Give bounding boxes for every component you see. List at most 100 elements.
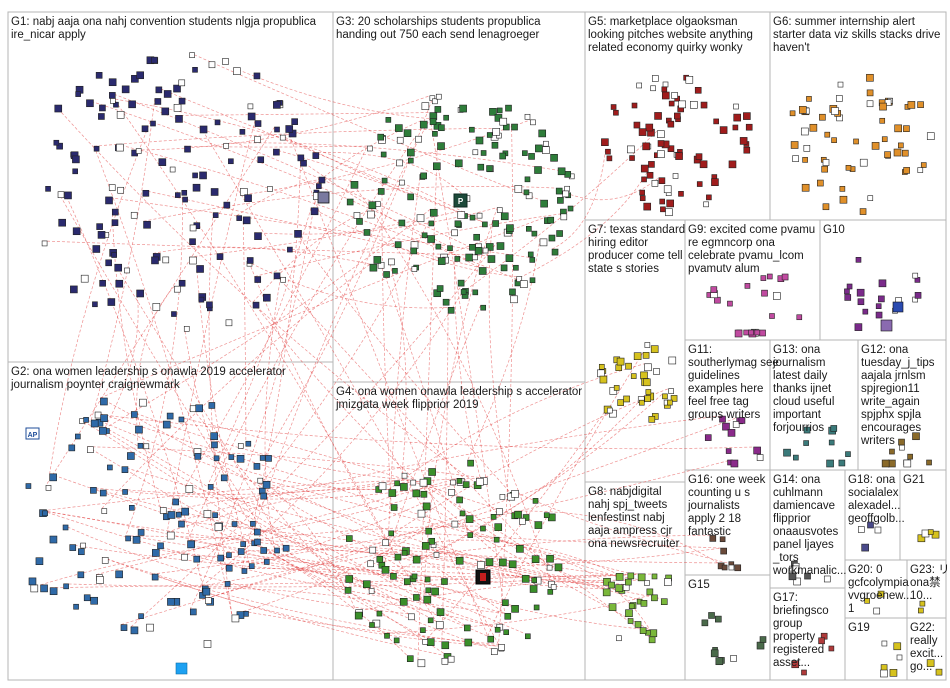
vertex-g1 (280, 276, 286, 283)
group-box-g17 (769, 587, 846, 681)
vertex-g2 (100, 414, 108, 422)
vertex-g4 (410, 479, 417, 486)
vertex-g3 (437, 142, 445, 150)
bridge-edge (121, 466, 662, 600)
bridge-edge (310, 207, 517, 277)
vertex-g4 (381, 566, 390, 574)
vertex-g2 (224, 581, 231, 587)
vertex-g18 (861, 543, 869, 552)
vertex-g2 (181, 553, 188, 561)
bridge-edge (498, 124, 514, 645)
vertex-g7 (650, 345, 659, 353)
vertex-g2 (132, 536, 141, 544)
vertex-g15 (708, 612, 715, 619)
vertex-g7 (668, 388, 674, 394)
bridge-edge (273, 272, 548, 566)
bridge-edge (236, 178, 352, 216)
vertex-g18 (857, 526, 865, 533)
vertex-g1 (273, 101, 281, 109)
vertex-g7 (653, 368, 660, 375)
vertex-g13 (793, 454, 799, 461)
bridge-edge (390, 392, 647, 574)
vertex-g15 (756, 641, 765, 650)
vertex-g9 (773, 292, 781, 300)
vertex-g4 (428, 537, 436, 545)
vertex-g1 (189, 52, 195, 58)
vertex-g3 (527, 251, 534, 258)
vertex-g18 (867, 521, 874, 529)
vertex-g6 (866, 73, 874, 82)
vertex-g4 (427, 617, 434, 624)
bridge-edge (243, 610, 499, 645)
vertex-g5 (667, 120, 675, 128)
vertex-g6 (790, 141, 799, 149)
group-label-line: 1 (848, 603, 854, 615)
vertex-g3 (476, 212, 483, 219)
vertex-g1 (158, 158, 167, 166)
group-label-line: ire_nicar apply (11, 29, 86, 41)
bridge-edge (382, 388, 669, 541)
group-label-line: G11: (688, 344, 712, 356)
group-label-line: re egmncorp ona (688, 237, 776, 249)
vertex-g1 (116, 143, 124, 152)
bridge-edge (381, 178, 392, 505)
vertex-g1 (233, 67, 241, 75)
vertex-g4 (550, 584, 557, 590)
group-label-line: G14: ona (773, 474, 821, 486)
bridge-edge (300, 159, 480, 268)
group-box-g18 (844, 469, 901, 561)
vertex-g15 (759, 636, 767, 643)
group-label-line: spjregion11 (861, 383, 920, 395)
vertex-g9 (727, 300, 733, 307)
vertex-g13 (838, 459, 846, 467)
vertex-g7 (615, 364, 623, 371)
vertex-g5 (605, 148, 611, 155)
vertex-g2 (189, 405, 197, 413)
vertex-g2 (181, 507, 189, 516)
bridge-edge (422, 542, 609, 583)
vertex-g15 (730, 655, 737, 662)
vertex-g2 (99, 489, 107, 497)
bridge-edge (109, 92, 396, 555)
vertex-g8 (637, 573, 646, 582)
vertex-g1 (263, 293, 271, 302)
bridge-edge (42, 510, 505, 614)
vertex-g2 (35, 557, 44, 566)
group-box-g1 (7, 11, 334, 363)
vertex-g3 (528, 153, 535, 160)
vertex-g3 (447, 245, 453, 251)
vertex-g4 (367, 560, 375, 568)
vertex-g7 (599, 375, 608, 384)
bridge-edge (260, 547, 492, 650)
vertex-g3 (492, 128, 501, 136)
vertex-g2 (220, 474, 228, 482)
vertex-g8 (644, 580, 650, 586)
vertex-g3 (486, 132, 493, 138)
group-label-line: G22: (910, 622, 935, 634)
group-label-line: G2: ona women leadership s onawla 2019 a… (11, 366, 286, 378)
vertex-g6 (879, 117, 886, 124)
vertex-g2 (187, 540, 195, 549)
vertex-g3 (550, 153, 558, 162)
vertex-g4 (424, 576, 431, 583)
vertex-g2 (248, 563, 255, 569)
vertex-g3 (486, 165, 493, 172)
group-label-line: starter data viz skills stacks drive (773, 29, 940, 41)
bridge-edge (131, 411, 411, 481)
vertex-g6 (824, 131, 831, 138)
vertex-g1 (136, 289, 144, 298)
vertex-g6 (879, 102, 887, 111)
vertex-g4 (399, 598, 408, 606)
vertex-g1 (54, 104, 63, 113)
vertex-g5 (696, 181, 703, 187)
vertex-g6 (853, 138, 859, 145)
group-label-line: state s stories (588, 263, 659, 275)
vertex-g6 (817, 179, 824, 187)
vertex-g20 (877, 590, 885, 598)
vertex-g9 (759, 329, 766, 337)
vertex-g5 (733, 103, 739, 110)
bridge-edge (57, 191, 275, 549)
vertex-g2 (78, 548, 85, 556)
vertex-g4 (476, 477, 484, 486)
